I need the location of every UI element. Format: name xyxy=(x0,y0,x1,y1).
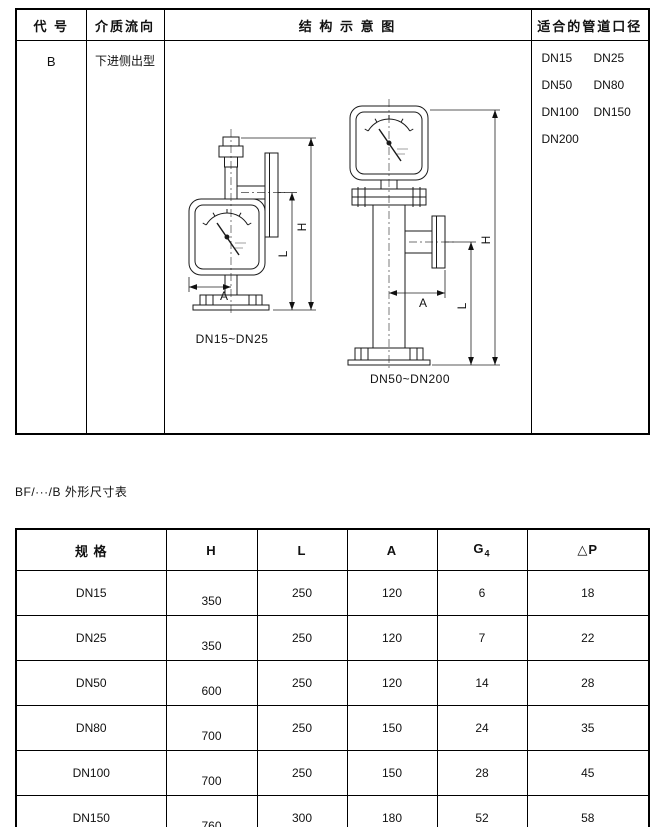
pipe-size-line: DN50 DN80 xyxy=(542,78,649,92)
value-cell: 120 xyxy=(346,570,438,616)
pipe-size-line: DN15 DN25 xyxy=(542,51,649,65)
value-cell: 700 xyxy=(165,750,258,796)
value-cell: 35 xyxy=(526,705,650,751)
value-cell: 250 xyxy=(256,750,348,796)
value-cell: 120 xyxy=(346,615,438,661)
value-cell: 700 xyxy=(165,705,258,751)
gauge-dial xyxy=(201,209,252,256)
value-cell: 250 xyxy=(256,660,348,706)
value-cell: 250 xyxy=(256,570,348,616)
gauge-dial xyxy=(363,115,414,162)
dimension-table-header: L xyxy=(256,528,348,571)
dimension-table-header: 规 格 xyxy=(15,528,167,571)
value-cell: 120 xyxy=(346,660,438,706)
dimension-table-caption: BF/···/B 外形尺寸表 xyxy=(15,485,128,499)
value-cell: 58 xyxy=(526,795,650,827)
pipe-size: DN50 xyxy=(541,78,573,92)
value-cell: 18 xyxy=(526,570,650,616)
pipe-size: DN200 xyxy=(541,132,579,146)
value-cell: 45 xyxy=(526,750,650,796)
value-cell: 600 xyxy=(165,660,258,706)
dimension-table-header: △P xyxy=(526,528,650,571)
side-flange xyxy=(264,152,278,238)
spec-cell: DN25 xyxy=(15,615,167,661)
header-code: 代 号 xyxy=(15,8,87,41)
large-meter-diagram: H L A DN50~DN200 xyxy=(347,99,500,386)
header-flow-direction: 介质流向 xyxy=(85,8,165,41)
value-cell: 28 xyxy=(526,660,650,706)
dim-label-h: H xyxy=(479,236,493,245)
large-diagram-caption: DN50~DN200 xyxy=(369,372,449,386)
value-cell: 180 xyxy=(346,795,438,827)
side-outlet xyxy=(236,152,285,238)
spec-cell: DN50 xyxy=(15,660,167,706)
needle-pivot xyxy=(224,234,229,240)
value-cell: 350 xyxy=(165,615,258,661)
pipe-size-line: DN100 DN150 xyxy=(542,105,649,119)
small-diagram-caption: DN15~DN25 xyxy=(195,332,268,346)
value-cell: 150 xyxy=(346,750,438,796)
pipe-size: DN15 xyxy=(541,51,573,65)
pipe-size: DN150 xyxy=(593,105,631,119)
dimension-table-header: H xyxy=(165,528,258,571)
structure-table-body-row: B 下进侧出型 xyxy=(15,40,650,435)
value-cell: 24 xyxy=(436,705,528,751)
value-cell: 28 xyxy=(436,750,528,796)
value-cell: 300 xyxy=(256,795,348,827)
value-cell: 250 xyxy=(256,705,348,751)
dimension-table-header: G4 xyxy=(436,528,528,571)
value-cell: 22 xyxy=(526,615,650,661)
structure-table: 代 号 介质流向 结 构 示 意 图 适合的管道口径 B 下进侧出型 xyxy=(15,8,650,435)
value-cell: 7 xyxy=(436,615,528,661)
dimension-table-header: A xyxy=(346,528,438,571)
model-code-cell: B xyxy=(15,40,87,435)
value-cell: 760 xyxy=(165,795,258,827)
pipe-size: DN100 xyxy=(541,105,579,119)
dim-label-l: L xyxy=(455,302,469,309)
header-structure-diagram: 结 构 示 意 图 xyxy=(163,8,532,41)
dim-label-a: A xyxy=(219,289,227,303)
dim-label-h: H xyxy=(295,223,309,232)
spec-cell: DN100 xyxy=(15,750,167,796)
pipe-size: DN80 xyxy=(593,78,625,92)
structure-diagram: H L A DN15~DN25 xyxy=(188,99,500,386)
spec-cell: DN15 xyxy=(15,570,167,616)
value-cell: 250 xyxy=(256,615,348,661)
structure-diagram-cell: H L A DN15~DN25 xyxy=(163,40,532,435)
needle-pivot xyxy=(386,140,391,146)
bottom-flange xyxy=(192,294,269,311)
pipe-size-line: DN200 xyxy=(542,132,649,146)
dim-label-l: L xyxy=(276,250,290,257)
value-cell: 150 xyxy=(346,705,438,751)
dim-label-a: A xyxy=(418,296,426,310)
value-cell: 350 xyxy=(165,570,258,616)
dimension-lines xyxy=(188,137,316,311)
gauge-head xyxy=(188,198,265,276)
pipe-size: DN25 xyxy=(593,51,625,65)
value-cell: 14 xyxy=(436,660,528,706)
flow-direction-cell: 下进侧出型 xyxy=(85,40,165,435)
small-meter-diagram: H L A DN15~DN25 xyxy=(188,129,316,346)
header-pipe-sizes: 适合的管道口径 xyxy=(530,8,650,41)
value-cell: 6 xyxy=(436,570,528,616)
value-cell: 52 xyxy=(436,795,528,827)
bottom-flange xyxy=(347,347,430,366)
structure-table-header-row: 代 号 介质流向 结 构 示 意 图 适合的管道口径 xyxy=(15,8,650,41)
spec-cell: DN150 xyxy=(15,795,167,827)
spec-cell: DN80 xyxy=(15,705,167,751)
dimension-lines xyxy=(388,109,500,366)
